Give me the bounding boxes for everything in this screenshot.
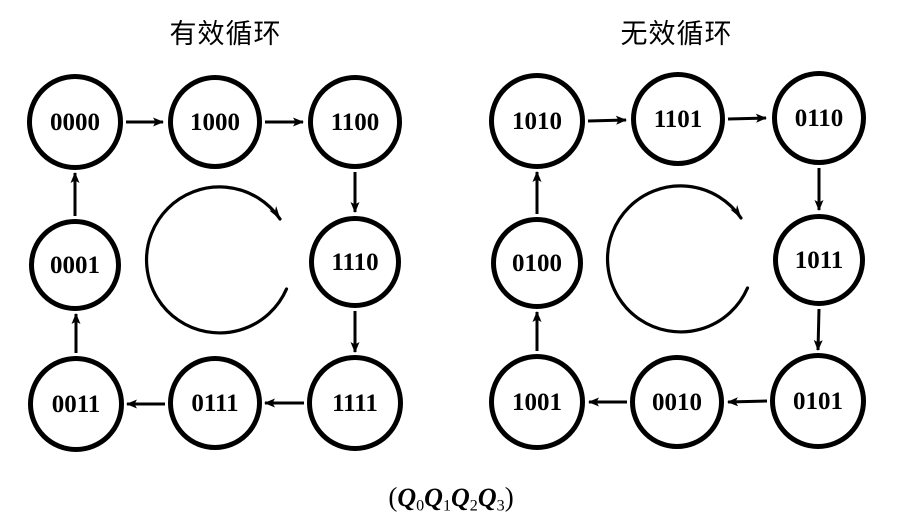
caption-q3: Q: [477, 483, 497, 512]
rotation-indicator-invalid-cycle: [606, 184, 750, 334]
state-node-1111[interactable]: 1111: [307, 355, 403, 451]
state-label: 0101: [793, 387, 843, 415]
state-label: 0100: [512, 249, 562, 277]
caption-q0: Q: [397, 483, 417, 512]
state-label: 1101: [653, 105, 703, 133]
state-node-1000[interactable]: 1000: [168, 75, 262, 169]
state-node-0111[interactable]: 0111: [168, 356, 262, 450]
state-node-1101[interactable]: 1101: [631, 72, 725, 166]
state-label: 1110: [331, 248, 379, 276]
state-label: 1010: [512, 107, 562, 135]
state-label: 1011: [794, 246, 844, 274]
state-label: 1000: [190, 108, 240, 136]
state-label: 1111: [332, 389, 378, 417]
caption-q3-subscript: 3: [496, 497, 505, 515]
caption-q2: Q: [451, 483, 470, 512]
state-label: 1001: [512, 388, 562, 416]
state-node-1110[interactable]: 1110: [309, 216, 401, 308]
state-label: 1100: [330, 108, 380, 136]
state-node-0011[interactable]: 0011: [28, 356, 124, 452]
caption-open-paren: (: [388, 482, 398, 512]
state-node-1011[interactable]: 1011: [773, 214, 865, 306]
diagram-title-invalid-cycle: 无效循环: [620, 19, 733, 49]
state-label: 0110: [794, 104, 844, 132]
state-node-0100[interactable]: 0100: [491, 217, 583, 309]
state-label: 0000: [50, 108, 100, 136]
state-node-1001[interactable]: 1001: [489, 354, 585, 450]
state-label: 0001: [50, 251, 100, 279]
edge-1011-to-0101: [813, 308, 823, 351]
caption-q1: Q: [424, 483, 443, 512]
figure-caption: (Q0Q1Q2Q3): [0, 482, 902, 516]
state-label: 0111: [191, 389, 239, 417]
caption-q2-subscript: 2: [469, 497, 478, 515]
caption-q1-subscript: 1: [442, 497, 451, 515]
state-node-0000[interactable]: 0000: [27, 74, 123, 170]
state-label: 0011: [51, 390, 101, 418]
state-node-0110[interactable]: 0110: [772, 71, 866, 165]
edge-1010-to-1101: [587, 115, 627, 125]
state-node-0101[interactable]: 0101: [770, 353, 866, 449]
state-node-1100[interactable]: 1100: [308, 75, 402, 169]
rotation-indicator-valid-cycle: [145, 185, 289, 335]
state-label: 0010: [652, 388, 702, 416]
edge-1101-to-0110: [727, 113, 767, 123]
state-node-0010[interactable]: 0010: [630, 355, 724, 449]
caption-close-paren: ): [504, 482, 514, 512]
edge-0101-to-0010: [727, 397, 768, 407]
diagram-title-valid-cycle: 有效循环: [169, 19, 282, 49]
caption-q0-subscript: 0: [416, 497, 425, 515]
state-node-1010[interactable]: 1010: [489, 73, 585, 169]
state-node-0001[interactable]: 0001: [29, 219, 121, 311]
